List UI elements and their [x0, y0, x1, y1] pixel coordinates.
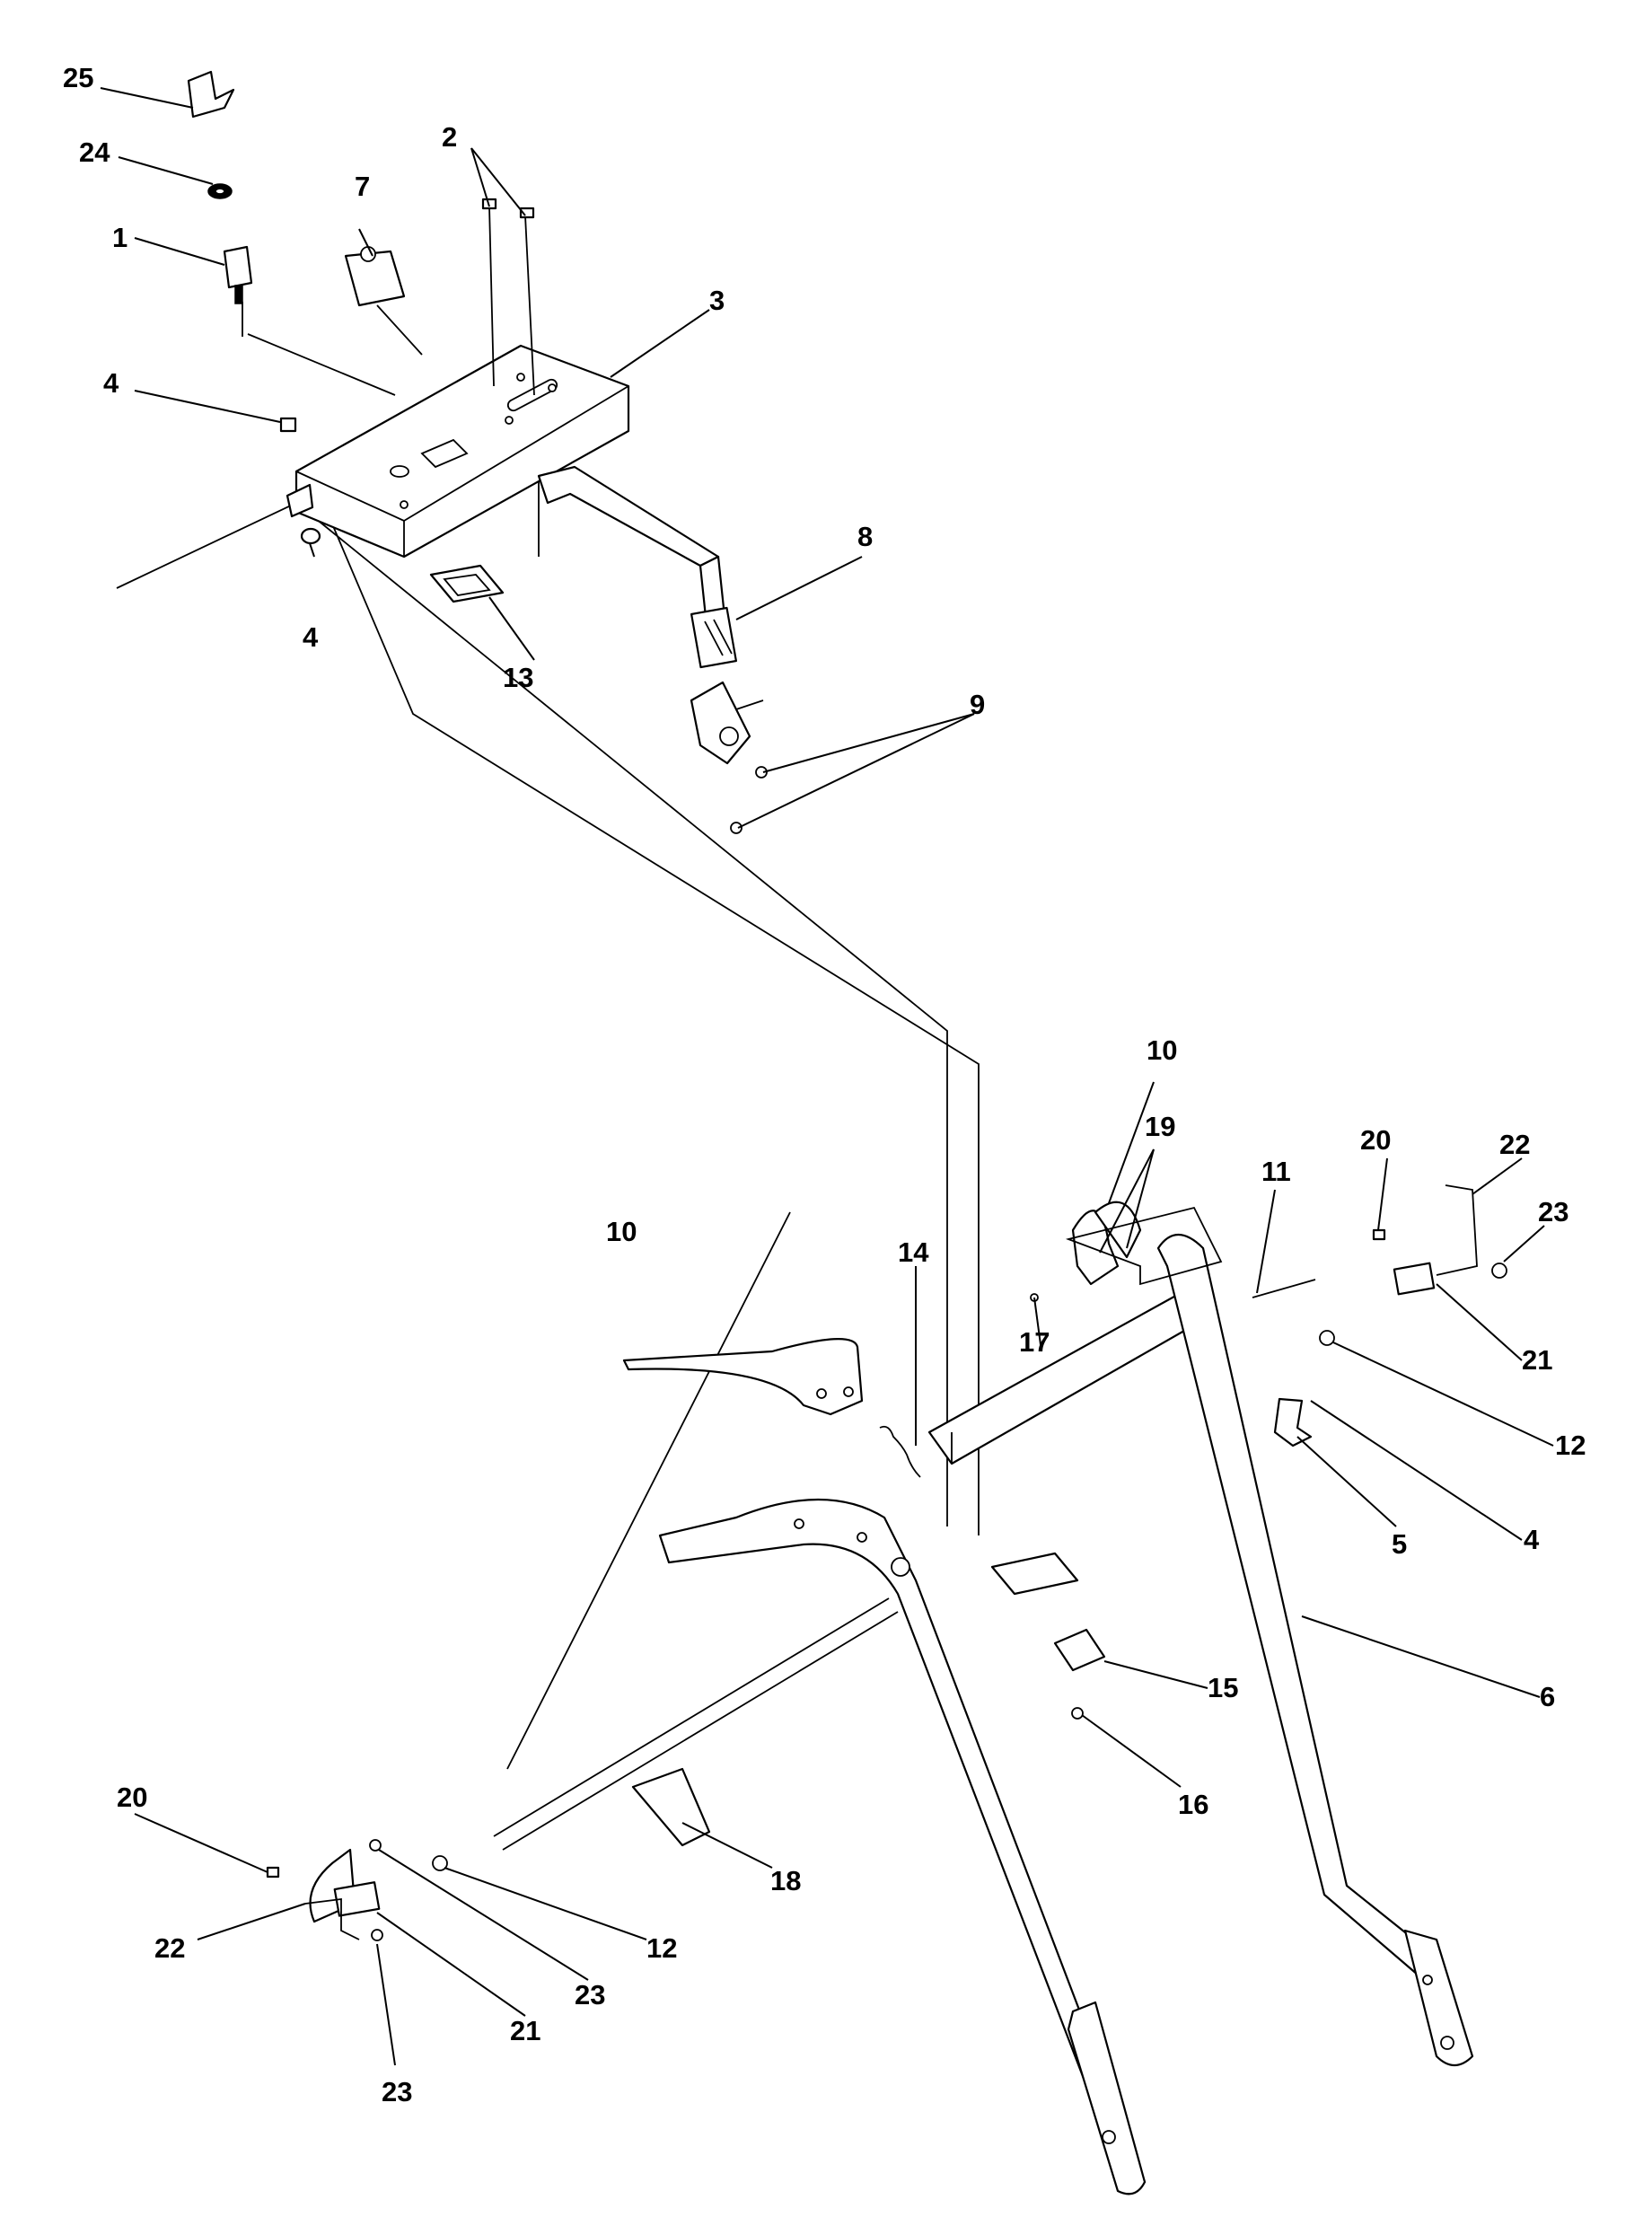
nut-12-right: [1319, 1330, 1335, 1346]
nut-9b: [730, 822, 743, 834]
leader-lines: [100, 87, 1554, 2066]
callout-19: 19: [1145, 1111, 1175, 1142]
callout-labels: 25 24 1 7 2 3 4 4 13 8 9 10 19 11 20 22 …: [63, 62, 1586, 2107]
callout-17: 17: [1019, 1326, 1050, 1358]
pin-23-left: [371, 1929, 383, 1941]
screw-20-left: [266, 1866, 280, 1878]
callout-9: 9: [970, 689, 985, 720]
callout-4-top: 4: [103, 367, 119, 399]
callout-21-left: 21: [510, 2015, 540, 2046]
pin-11: [1252, 1279, 1316, 1298]
callout-6: 6: [1540, 1681, 1555, 1712]
switch-7: [344, 250, 406, 307]
callout-18: 18: [770, 1865, 801, 1896]
handle-assembly: [266, 1184, 1507, 2195]
callout-2: 2: [442, 121, 457, 153]
callout-15: 15: [1208, 1672, 1238, 1703]
hook-5: [1273, 1397, 1313, 1447]
callout-23-left: 23: [382, 2076, 412, 2107]
nut-4-lower: [300, 527, 321, 545]
callout-5: 5: [1392, 1528, 1407, 1560]
callout-25: 25: [63, 62, 93, 93]
callout-14: 14: [898, 1236, 929, 1268]
callout-4-mid: 4: [303, 621, 319, 653]
rod-22-left: [304, 1897, 360, 1940]
switch-15: [1053, 1628, 1106, 1672]
callout-12-left: 12: [646, 1932, 677, 1964]
callout-22-right: 22: [1499, 1129, 1530, 1160]
callout-20-right: 20: [1360, 1124, 1391, 1156]
callout-12-right: 12: [1555, 1430, 1586, 1461]
callout-13: 13: [503, 662, 533, 693]
callout-16: 16: [1178, 1789, 1208, 1820]
pin-23-mid: [369, 1839, 382, 1852]
callout-23-mid: 23: [575, 1979, 605, 2010]
callout-3: 3: [709, 285, 725, 316]
switch-1: [223, 245, 253, 289]
callout-24: 24: [79, 136, 110, 168]
nut-12-left: [432, 1855, 448, 1871]
spring-14: [879, 1425, 921, 1478]
callout-23-right: 23: [1538, 1196, 1569, 1227]
callout-1: 1: [112, 222, 127, 253]
shroud-10-left: [622, 1338, 864, 1416]
screw-20-right: [1372, 1228, 1386, 1241]
bail-lever: [537, 465, 764, 765]
callout-21-right: 21: [1522, 1344, 1552, 1376]
callout-10-right: 10: [1147, 1034, 1177, 1066]
callout-20-left: 20: [117, 1782, 147, 1813]
callout-8: 8: [857, 521, 873, 552]
nut-9a: [755, 766, 768, 779]
top-hardware: [187, 70, 768, 834]
rod-22-right: [1436, 1184, 1478, 1276]
pin-23-right: [1491, 1263, 1507, 1279]
nut-16: [1071, 1707, 1084, 1720]
control-panel: [294, 344, 630, 559]
bolt-4-upper: [279, 417, 297, 433]
callout-11: 11: [1261, 1156, 1291, 1187]
callout-4-right: 4: [1524, 1524, 1540, 1555]
bracket-21-left: [333, 1881, 381, 1917]
callout-22-left: 22: [154, 1932, 185, 1964]
clip-25: [187, 70, 235, 119]
callout-7: 7: [355, 171, 370, 202]
callout-10-left: 10: [606, 1216, 637, 1247]
assembly-guide-lines: [116, 333, 980, 1770]
bracket-21-right: [1393, 1262, 1436, 1296]
